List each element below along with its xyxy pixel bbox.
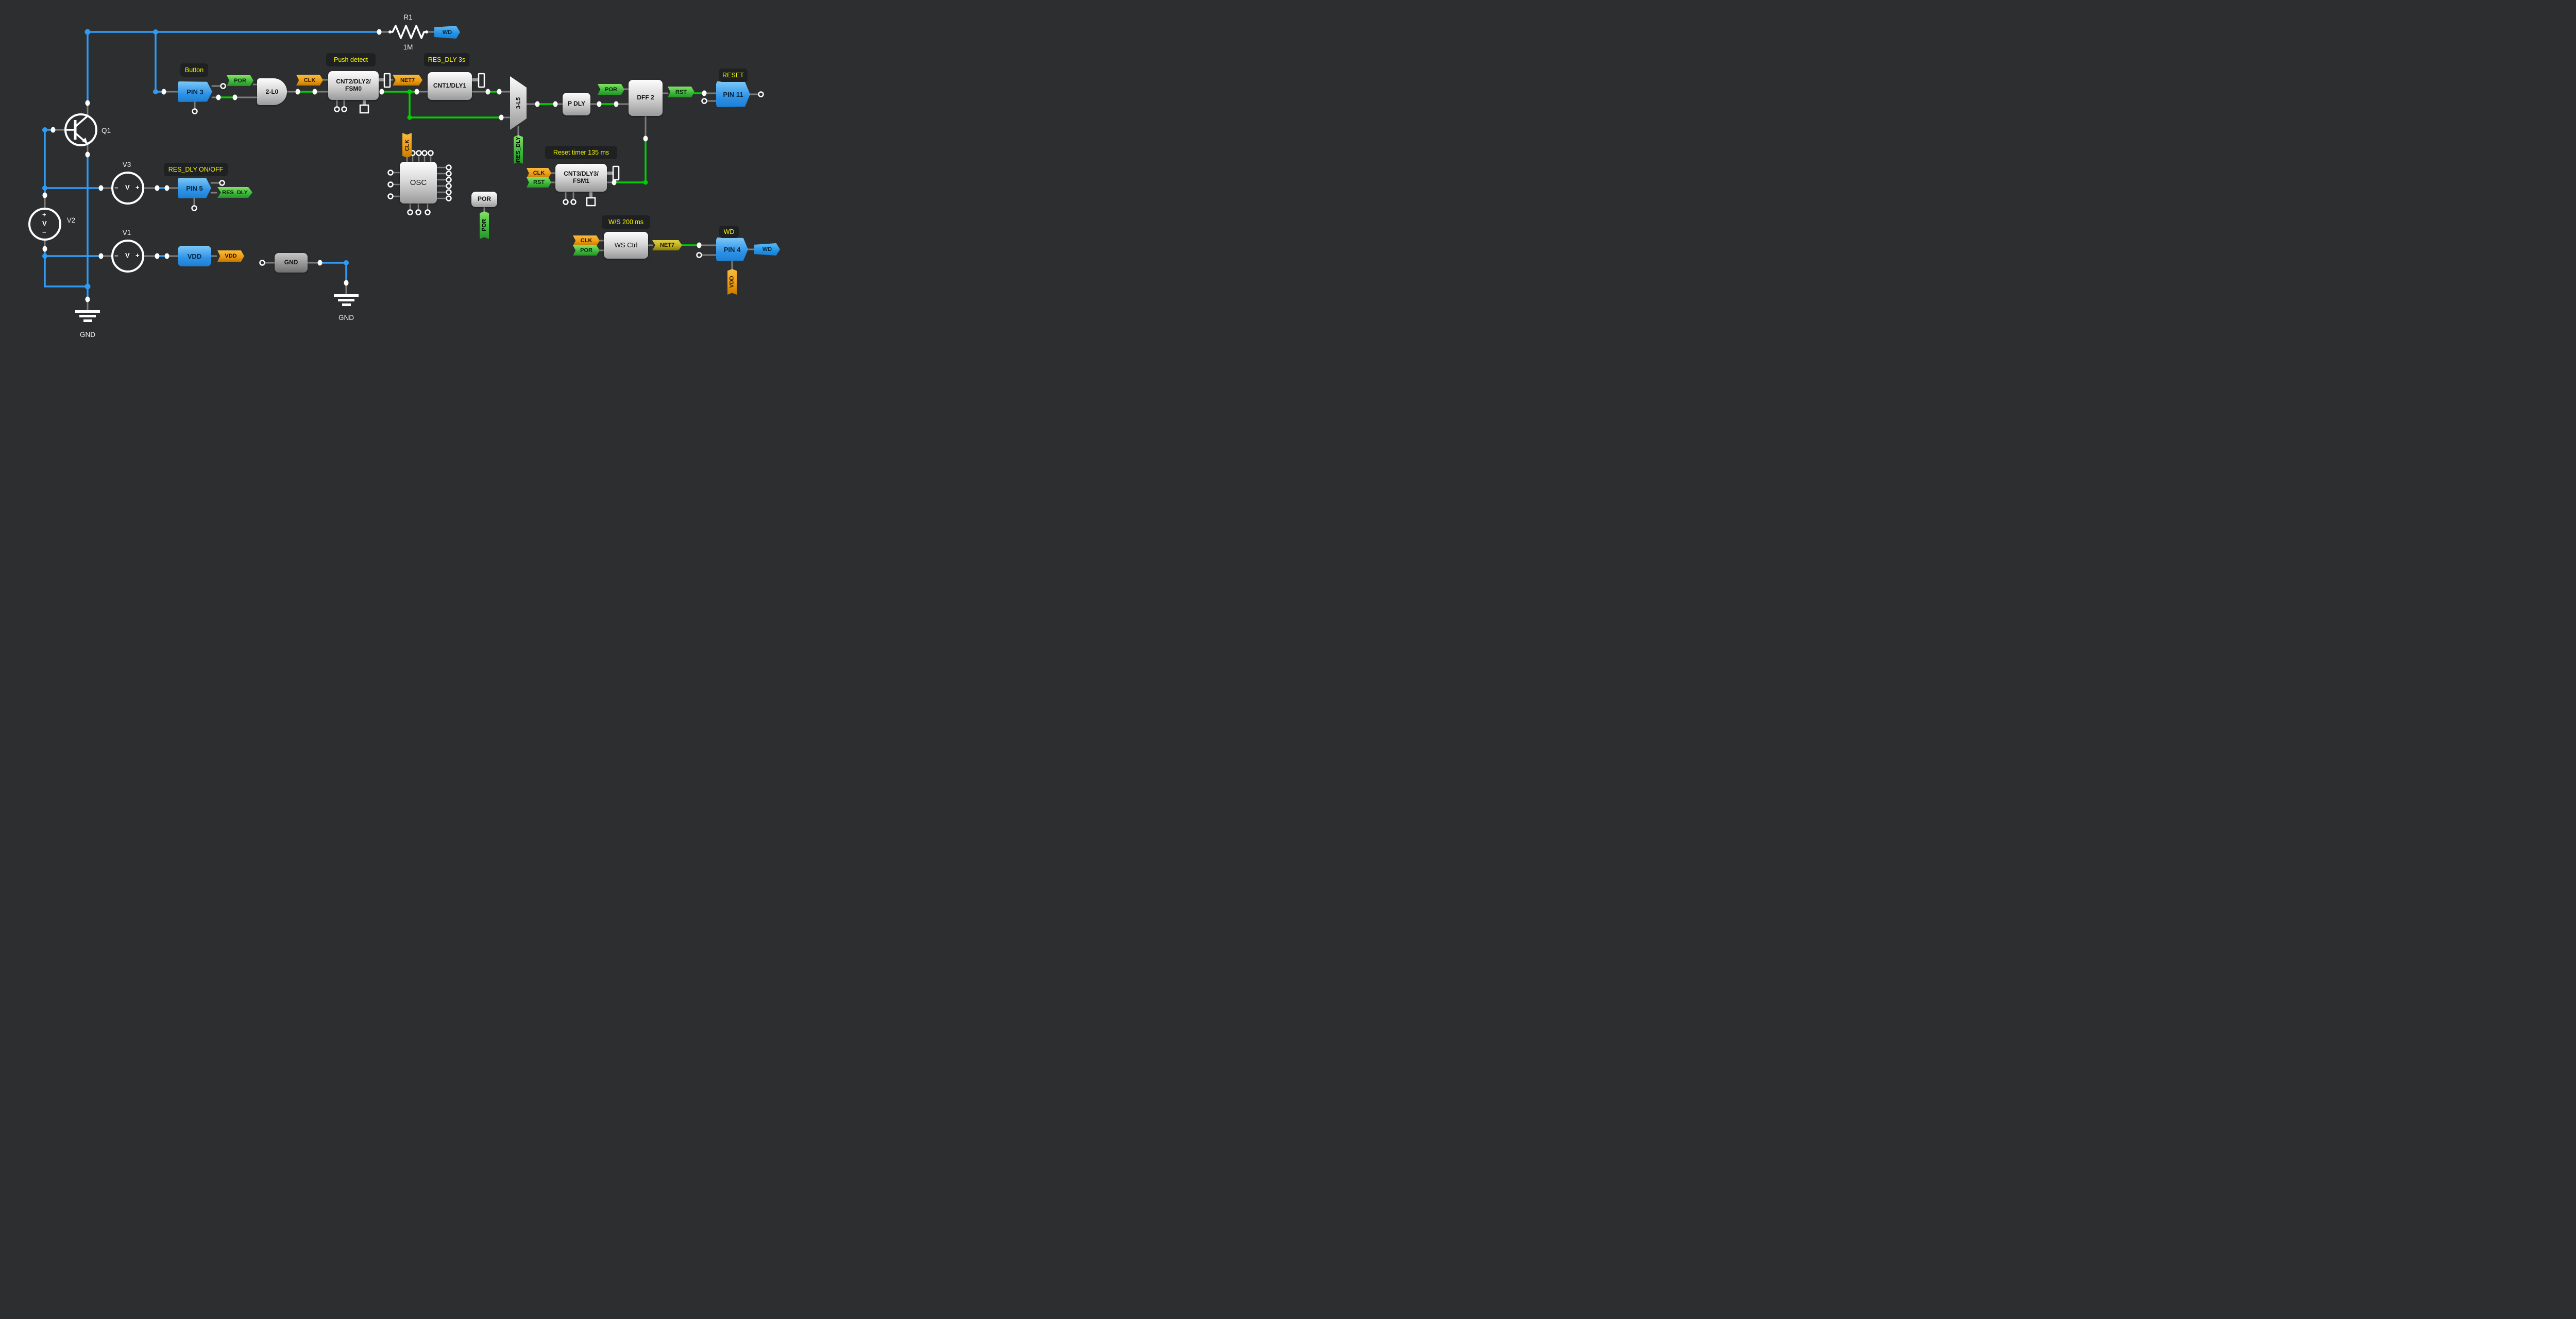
wire-pin3-feed[interactable] [155,31,163,93]
transistor-q1[interactable] [64,113,97,146]
flag-net7-1[interactable]: NET7 [393,75,422,86]
annotation-res-dly-3s[interactable]: RES_DLY 3s [424,53,469,66]
annotation-push-detect[interactable]: Push detect [326,53,376,66]
flag-wd-1[interactable]: WD [434,26,460,39]
cnt2-label: CNT2/DLY2/FSM0 [336,78,371,92]
annotation-button[interactable]: Button [180,63,208,77]
wire-layer [28,25,764,322]
flag-resdly-v[interactable]: RES_DLY [514,135,523,164]
label-r1: R1 [403,13,413,21]
voltage-source-v1[interactable] [111,240,144,273]
block-gnd[interactable]: GND [275,253,308,273]
flag-wd-2[interactable]: WD [754,243,780,256]
lut-3l5-label: 3-L5 [515,97,521,109]
block-vdd[interactable]: VDD [178,246,211,266]
flag-clk-4[interactable]: CLK [573,235,600,246]
block-dff2[interactable]: DFF 2 [629,80,663,116]
annotation-ws-200ms[interactable]: W/S 200 ms [602,215,650,229]
v2-minus: − [42,228,46,236]
v1-v: V [125,251,130,259]
ground-symbol-center[interactable] [334,294,359,306]
flag-por-v[interactable]: POR [480,211,489,239]
green-junctions [407,89,648,185]
block-por[interactable]: POR [471,192,497,207]
pin4-label: PIN 4 [723,245,741,253]
flag-clk-osc[interactable]: CLK [402,133,412,158]
voltage-source-v3[interactable] [111,172,144,205]
pin5-label: PIN 5 [186,184,203,192]
annotation-res-dly-onoff[interactable]: RES_DLY ON/OFF [164,163,228,176]
voltage-source-v2[interactable] [28,208,61,241]
cnt3-label: CNT3/DLY3/FSM1 [564,170,599,184]
pin11-label: PIN 11 [723,90,743,98]
label-r1-value: 1M [403,43,413,51]
flag-por-1[interactable]: POR [227,75,253,86]
ground-symbol-left[interactable] [75,310,100,322]
flag-por-2[interactable]: POR [598,84,624,95]
wire-gnd-center[interactable] [321,262,347,282]
pin3-label: PIN 3 [187,88,204,96]
label-q1: Q1 [101,126,111,134]
vdd-block-label: VDD [187,252,202,260]
block-pin4[interactable]: PIN 4 [716,238,748,261]
annotation-wd[interactable]: WD [719,226,739,238]
block-osc[interactable]: OSC [400,162,437,204]
label-v2: V2 [66,216,76,224]
v2-plus: + [42,211,46,218]
flag-vdd-v[interactable]: VDD [727,269,737,295]
label-v1: V1 [122,228,131,236]
flag-net7-2[interactable]: NET7 [652,240,682,250]
block-cnt2[interactable]: CNT2/DLY2/FSM0 [328,71,379,100]
schematic-canvas[interactable]: PIN 3 2-L0 CNT2/DLY2/FSM0 CNT1/DLY1 3-L5… [0,0,808,360]
block-wsctrl[interactable]: WS Ctrl [604,232,648,259]
label-gnd-left: GND [80,330,95,339]
v1-plus: + [135,251,140,259]
terminal-dots [42,29,707,302]
dff2-label: DFF 2 [637,94,654,102]
edge-symbols [359,73,620,207]
flag-rst-3[interactable]: RST [527,177,551,188]
edge-symbol-cnt2 [383,73,391,88]
label-gnd-center: GND [338,313,354,322]
flag-clk-1[interactable]: CLK [296,75,323,86]
block-cnt1[interactable]: CNT1/DLY1 [428,72,472,100]
resistor-r1[interactable] [389,25,428,39]
flag-clk-3[interactable]: CLK [527,168,551,178]
emitter-arrow [82,138,88,144]
block-2l0-gate[interactable]: 2-L0 [257,78,287,105]
block-pdly[interactable]: P DLY [563,93,590,115]
label-v3: V3 [122,160,131,168]
pad-symbol-cnt2 [359,104,369,114]
open-terminals[interactable] [191,83,764,266]
v3-plus: + [135,183,140,191]
pdly-label: P DLY [567,100,586,108]
block-pin5[interactable]: PIN 5 [178,178,211,198]
v3-v: V [125,183,130,191]
edge-symbol-cnt1 [478,73,485,88]
v2-v: V [42,219,47,227]
blue-junctions [42,29,349,290]
flag-vdd-h[interactable]: VDD [217,250,244,262]
block-pin3[interactable]: PIN 3 [178,81,212,102]
gnd-block-label: GND [284,259,298,266]
gate-2l0-label: 2-L0 [265,88,279,95]
block-cnt3[interactable]: CNT3/DLY3/FSM1 [555,164,607,192]
annotation-reset[interactable]: RESET [719,69,748,82]
por-block-label: POR [477,195,491,203]
wire-left-rail-lower[interactable] [44,248,87,288]
wsctrl-label: WS Ctrl [614,241,638,249]
annotation-reset-timer[interactable]: Reset timer 135 ms [545,146,617,159]
v1-minus: − [114,252,118,260]
cnt1-label: CNT1/DLY1 [433,82,467,90]
v3-minus: − [114,184,118,192]
flag-rst-1[interactable]: RST [668,87,694,97]
flag-por-4[interactable]: POR [573,245,600,256]
osc-label: OSC [410,178,427,187]
flag-resdly-h[interactable]: RES_DLY [217,187,252,198]
pad-symbol-cnt3 [586,197,596,207]
block-pin11[interactable]: PIN 11 [716,81,750,107]
edge-symbol-cnt3 [612,165,620,181]
blue-wires[interactable] [44,31,380,298]
